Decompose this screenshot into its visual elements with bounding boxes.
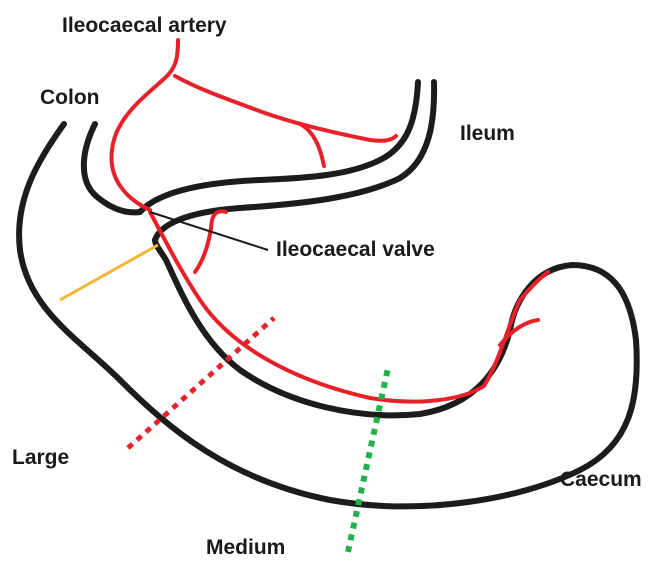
label-large: Large bbox=[12, 446, 69, 469]
label-caecum: Caecum bbox=[560, 468, 642, 491]
small-diameter-line bbox=[60, 245, 158, 300]
ileocaecal-artery-trunk bbox=[111, 40, 178, 210]
large-diameter-line bbox=[128, 318, 274, 448]
label-ileocaecal-artery: Ileocaecal artery bbox=[62, 14, 227, 37]
label-ileum: Ileum bbox=[460, 122, 515, 145]
artery-twig-valve bbox=[195, 211, 226, 272]
label-medium: Medium bbox=[206, 536, 285, 559]
ileum-outer-wall bbox=[140, 82, 418, 212]
artery-branch-ileum bbox=[175, 76, 396, 141]
ileum-inner-wall bbox=[155, 82, 434, 240]
colon-outer-wall bbox=[19, 124, 637, 506]
label-colon: Colon bbox=[40, 86, 99, 109]
label-ileocaecal-valve: Ileocaecal valve bbox=[276, 238, 435, 261]
